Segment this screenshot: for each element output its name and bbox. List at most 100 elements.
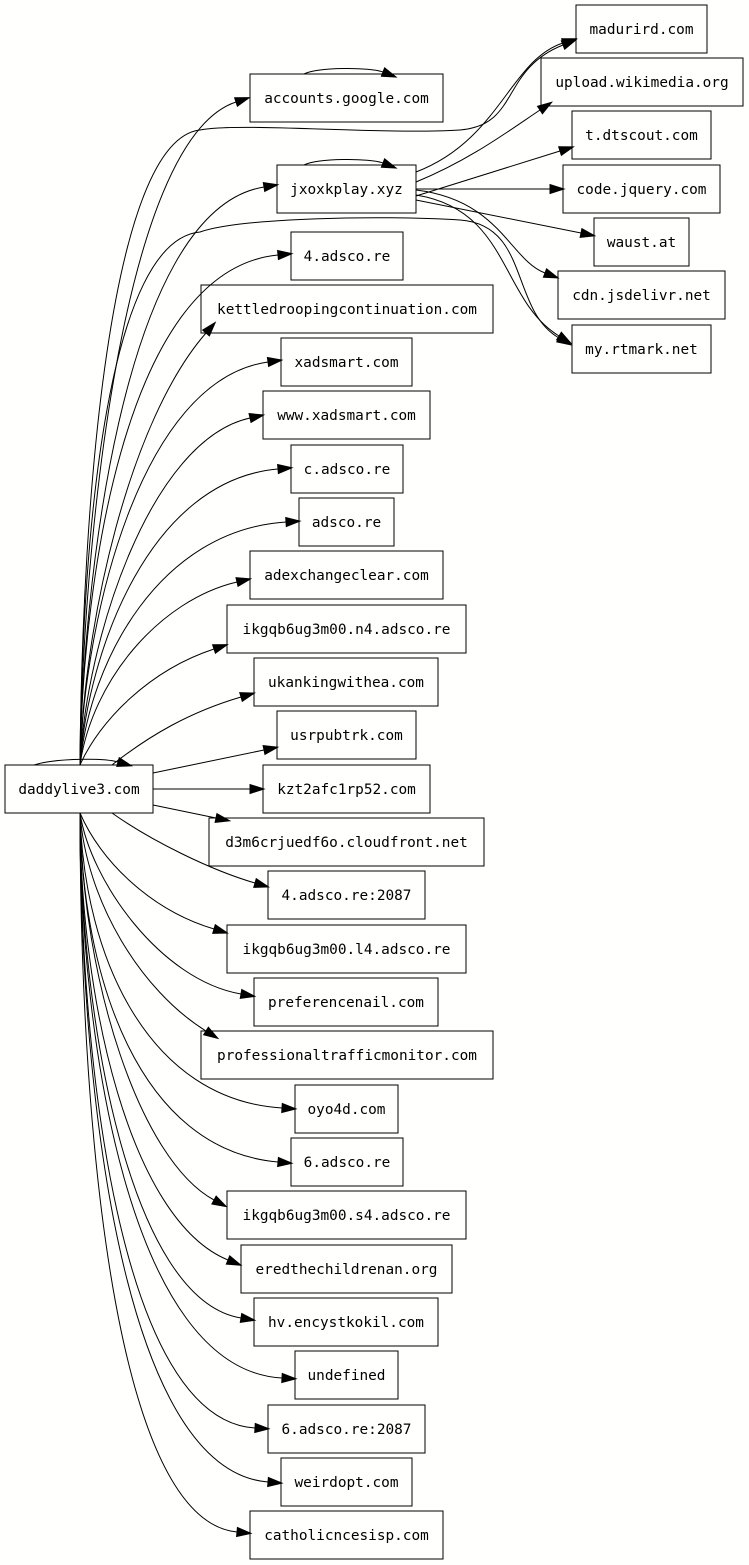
node-box bbox=[593, 217, 690, 267]
node-box bbox=[4, 764, 154, 814]
node-label: adsco.re bbox=[312, 515, 381, 531]
node-box bbox=[208, 817, 485, 867]
edge-arrowhead bbox=[277, 249, 294, 261]
node-label: hv.encystkokil.com bbox=[268, 1315, 424, 1331]
edge-arrowhead bbox=[536, 101, 554, 115]
edge-line bbox=[303, 68, 384, 75]
node-oyo4d: oyo4d.com bbox=[294, 1084, 399, 1134]
node-label: 4.adsco.re bbox=[304, 249, 391, 265]
node-label: c.adsco.re bbox=[304, 462, 391, 478]
edge-jxoxkplay-to-jxoxkplay bbox=[303, 157, 398, 169]
edge-daddylive3-to-madurird bbox=[79, 39, 578, 766]
edge-arrowhead bbox=[281, 1102, 298, 1114]
edge-daddylive3-to-cadsco bbox=[79, 463, 294, 766]
node-ukanking: ukankingwithea.com bbox=[253, 657, 439, 707]
node-adsco6: 6.adsco.re bbox=[290, 1137, 404, 1187]
edge-daddylive3-to-eredthe bbox=[79, 812, 243, 1266]
edge-arrowhead bbox=[267, 1476, 284, 1488]
node-label: www.xadsmart.com bbox=[277, 408, 416, 424]
node-rtmark: my.rtmark.net bbox=[571, 324, 712, 374]
node-catholic: catholicncesisp.com bbox=[249, 1510, 444, 1560]
edge-jxoxkplay-to-madurird bbox=[415, 38, 578, 173]
node-adsco4port: 4.adsco.re:2087 bbox=[267, 870, 426, 920]
node-cadsco: c.adsco.re bbox=[290, 444, 404, 494]
node-accounts: accounts.google.com bbox=[249, 73, 444, 123]
edge-arrowhead bbox=[579, 227, 597, 238]
edge-daddylive3-to-professional bbox=[79, 812, 220, 1040]
edge-line bbox=[79, 44, 564, 766]
edge-line bbox=[111, 696, 242, 766]
edge-arrowhead bbox=[211, 644, 229, 655]
edge-daddylive3-to-wwwxadsmart bbox=[79, 413, 266, 766]
edge-arrowhead bbox=[281, 1372, 298, 1384]
node-label: ukankingwithea.com bbox=[268, 675, 424, 691]
edge-jxoxkplay-to-jquery bbox=[416, 183, 566, 195]
edge-arrowhead bbox=[211, 1195, 228, 1208]
graph-edges bbox=[33, 38, 597, 1538]
node-adsco4: 4.adsco.re bbox=[290, 231, 404, 281]
node-jquery: code.jquery.com bbox=[562, 164, 721, 214]
edge-daddylive3-to-usrpub bbox=[152, 745, 280, 774]
edge-daddylive3-to-ikgs4 bbox=[79, 812, 228, 1208]
edge-line bbox=[79, 812, 269, 1483]
edge-line bbox=[303, 159, 384, 166]
node-label: d3m6crjuedf6o.cloudfront.net bbox=[225, 835, 468, 851]
node-dtscout: t.dtscout.com bbox=[571, 110, 712, 160]
graph-nodes: daddylive3.com accounts.google.com jxoxkpl… bbox=[4, 4, 744, 1560]
edge-daddylive3-to-ikgl4 bbox=[79, 812, 229, 934]
node-box bbox=[276, 164, 417, 214]
node-label: upload.wikimedia.org bbox=[555, 75, 728, 91]
edge-arrowhead bbox=[560, 38, 578, 49]
edge-line bbox=[152, 804, 217, 819]
edge-daddylive3-to-jxoxkplay bbox=[79, 181, 280, 766]
edge-daddylive3-to-xadsmart bbox=[79, 356, 284, 766]
node-box bbox=[249, 73, 444, 123]
edge-jxoxkplay-to-wikimedia bbox=[415, 101, 554, 183]
node-box bbox=[226, 924, 467, 974]
node-box bbox=[240, 1244, 453, 1294]
edge-line bbox=[79, 812, 283, 1109]
edge-arrowhead bbox=[233, 97, 251, 108]
node-madurird: madurird.com bbox=[575, 4, 708, 54]
node-label: usrpubtrk.com bbox=[290, 728, 403, 744]
edge-arrowhead bbox=[380, 66, 398, 78]
node-box bbox=[226, 604, 467, 654]
edge-line bbox=[79, 812, 283, 1379]
node-box bbox=[290, 231, 404, 281]
node-box bbox=[562, 164, 721, 214]
node-box bbox=[267, 870, 426, 920]
edge-daddylive3-to-ukanking bbox=[111, 692, 256, 766]
edge-arrowhead bbox=[239, 692, 256, 703]
edge-arrowhead bbox=[555, 331, 573, 345]
edge-daddylive3-to-adsco6port bbox=[79, 812, 271, 1434]
edge-arrowhead bbox=[225, 1255, 243, 1266]
node-usrpub: usrpubtrk.com bbox=[276, 710, 417, 760]
node-box bbox=[575, 4, 708, 54]
node-label: madurird.com bbox=[590, 22, 694, 38]
node-box bbox=[253, 1297, 439, 1347]
node-ikgs4: ikgqb6ug3m00.s4.adsco.re bbox=[226, 1190, 467, 1240]
edge-daddylive3-to-ikgn4 bbox=[79, 644, 229, 766]
node-label: 6.adsco.re:2087 bbox=[282, 1422, 412, 1438]
node-label: 4.adsco.re:2087 bbox=[282, 888, 412, 904]
edge-arrowhead bbox=[201, 321, 217, 337]
edge-daddylive3-to-hvency bbox=[79, 812, 257, 1324]
node-box bbox=[276, 710, 417, 760]
edge-daddylive3-to-preference bbox=[79, 812, 257, 1000]
node-daddylive3: daddylive3.com bbox=[4, 764, 154, 814]
node-jxoxkplay: jxoxkplay.xyz bbox=[276, 164, 417, 214]
node-box bbox=[571, 110, 712, 160]
edge-arrowhead bbox=[202, 1026, 220, 1040]
edge-line bbox=[79, 254, 279, 766]
edge-line bbox=[79, 812, 256, 1429]
node-label: ikgqb6ug3m00.l4.adsco.re bbox=[243, 942, 451, 958]
node-label: jxoxkplay.xyz bbox=[290, 182, 403, 198]
edge-line bbox=[33, 758, 119, 766]
node-box bbox=[290, 444, 404, 494]
edge-line bbox=[79, 361, 269, 766]
node-box bbox=[571, 324, 712, 374]
edge-line bbox=[415, 199, 582, 234]
node-undefined: undefined bbox=[294, 1350, 399, 1400]
node-label: code.jquery.com bbox=[577, 182, 707, 198]
node-label: t.dtscout.com bbox=[585, 128, 698, 144]
